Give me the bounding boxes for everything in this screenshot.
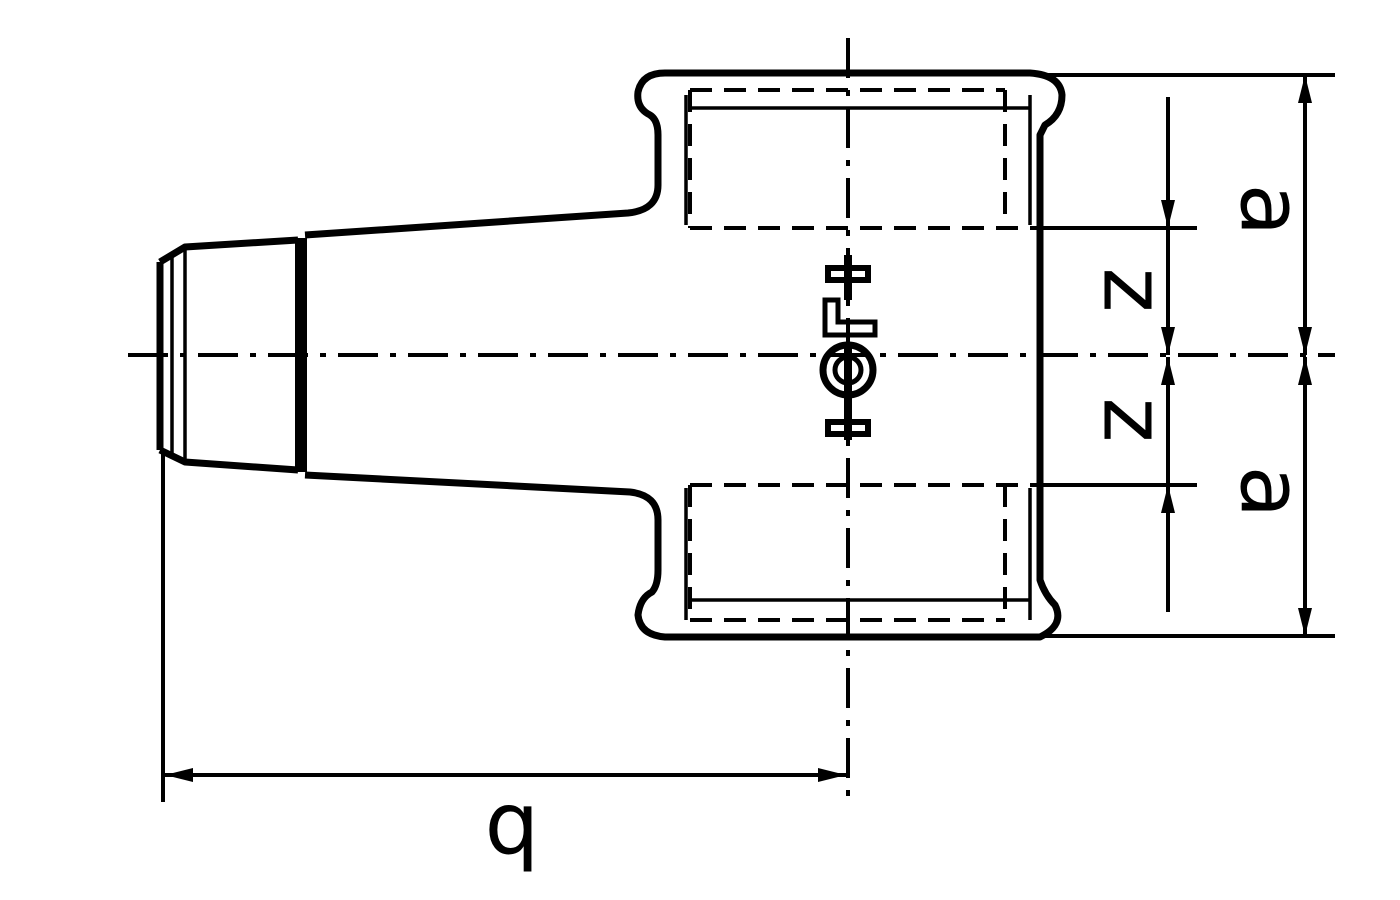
dimension-label-a-upper: a — [1221, 184, 1321, 237]
gf-logo-icon — [819, 255, 878, 440]
dimension-label-a-lower: a — [1221, 466, 1321, 519]
dimension-lines — [161, 73, 1335, 802]
dimension-label-z-upper: z — [1084, 267, 1184, 312]
fitting-body — [156, 69, 1066, 641]
dimension-label-b: b — [485, 786, 540, 886]
hidden-lines — [688, 88, 1040, 622]
dimension-label-z-lower: z — [1084, 397, 1184, 442]
body-inner-lines — [170, 95, 1032, 620]
body-outline — [304, 69, 1066, 641]
